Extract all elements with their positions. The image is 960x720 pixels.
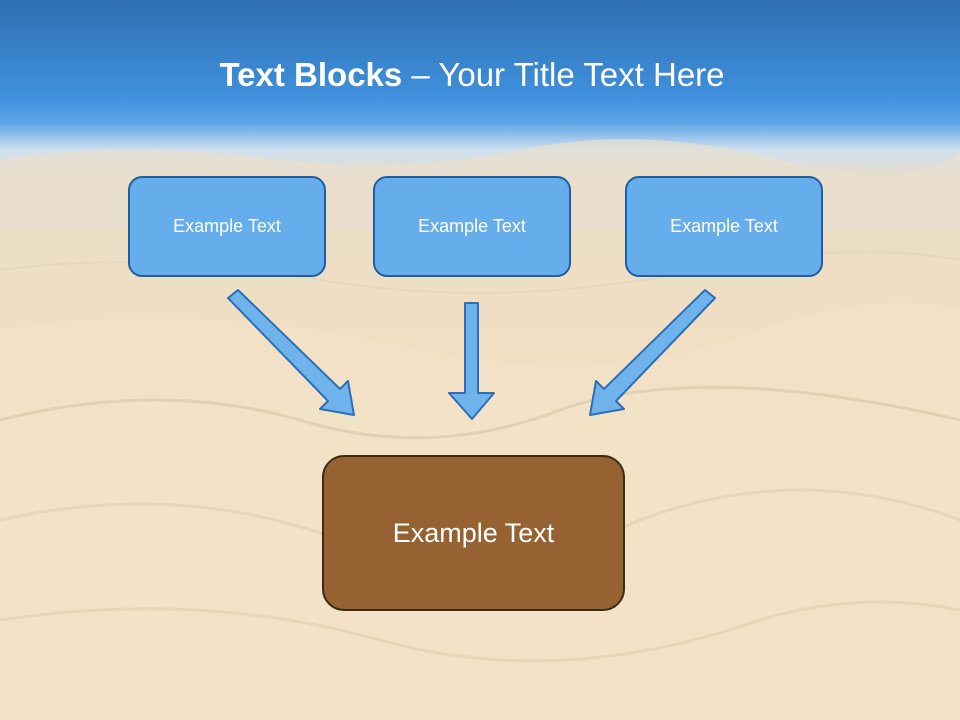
title-rest: – Your Title Text Here bbox=[402, 56, 725, 93]
text-block-left[interactable]: Example Text bbox=[128, 176, 326, 277]
text-block-bottom[interactable]: Example Text bbox=[322, 455, 625, 611]
slide-title: Text Blocks – Your Title Text Here bbox=[0, 52, 944, 98]
arrow-down-right-icon bbox=[227, 289, 355, 416]
title-bold: Text Blocks bbox=[219, 56, 403, 93]
arrow-down-icon bbox=[448, 302, 495, 420]
arrow-down-left-icon bbox=[589, 289, 716, 416]
text-block-center[interactable]: Example Text bbox=[373, 176, 571, 277]
text-block-right[interactable]: Example Text bbox=[625, 176, 823, 277]
